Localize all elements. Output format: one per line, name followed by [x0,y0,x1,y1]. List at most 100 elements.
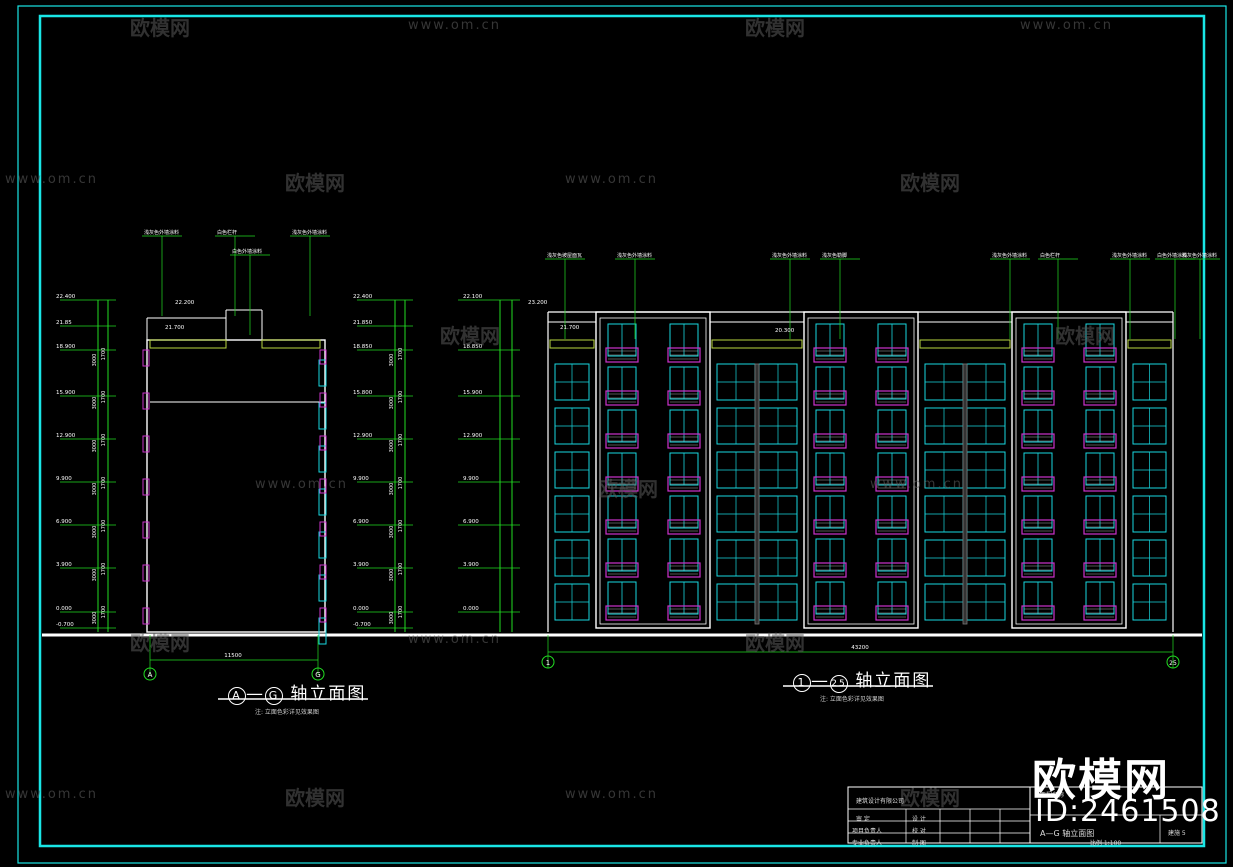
title-block-row: 审 定 [856,816,870,823]
balcony-panel [813,562,847,578]
axis-bubble [1166,655,1180,669]
side-window [318,359,327,387]
callout-label: 浅灰色外墙涂料 [1112,252,1147,259]
balcony-panel [1083,519,1117,535]
axis-label: 1 [546,659,550,667]
dimension-text: 3000 [92,612,98,625]
elevation-label: 12.900 [56,433,76,439]
balcony-panel [667,605,701,621]
callout-label: 浅灰色外墙涂料 [772,252,807,259]
elevation-label: -0.700 [56,622,74,628]
dimension-text: 3000 [92,483,98,496]
dimension-text: 3000 [389,483,395,496]
title-block-sheet: 建施 5 [1168,830,1186,837]
side-panel [142,607,150,625]
balcony-panel [1083,433,1117,449]
elevation-label: 12.900 [353,433,373,439]
elevation-label: 0.000 [56,606,72,612]
axis-bubble-a: A [228,687,246,705]
dimension-text: 1700 [398,606,404,619]
elevation-label: 15.800 [353,390,373,396]
dimension-text: 3000 [389,440,395,453]
watermark-url: www.om.cn [565,787,658,802]
elevation-label: 0.000 [353,606,369,612]
balcony-panel [1021,476,1055,492]
balcony-panel [1021,390,1055,406]
roof-level-label: 23.200 [528,300,548,306]
left-note: 注: 立面色彩详见效果图 [255,709,319,716]
watermark-url: www.om.cn [408,632,501,647]
side-panel [319,607,327,623]
watermark-brand: 欧模网 [900,171,960,195]
parapet-rail [711,339,803,349]
dimension-text: 3000 [389,397,395,410]
elevation-label: 6.900 [56,519,72,525]
elevation-label: 0.000 [463,606,479,612]
balcony-panel [605,605,639,621]
parapet-rail [919,339,1011,349]
balcony-panel [813,519,847,535]
elevation-label: 15.900 [56,390,76,396]
projecting-bay [1011,311,1127,629]
watermark-brand: 欧模网 [745,631,805,655]
watermark-url: www.om.cn [5,787,98,802]
balcony-panel [1083,562,1117,578]
parapet-rail [261,339,321,349]
side-window [318,574,327,602]
watermark-url: www.om.cn [565,172,658,187]
elevation-label: 21.85 [56,320,72,326]
dimension-text: 1700 [101,348,107,361]
title-block-project: 工程名称 [1040,792,1065,799]
watermark-url: www.om.cn [870,477,963,492]
balcony-panel [667,390,701,406]
balcony-panel [667,476,701,492]
axis-bubble-1: 1 [793,674,811,692]
side-panel [319,478,327,494]
elevation-label: 18.850 [353,344,373,350]
elevation-label: 3.900 [353,562,369,568]
dimension-text: 1700 [398,434,404,447]
watermark-brand: 欧模网 [900,786,960,810]
side-panel [319,392,327,408]
right-note: 注: 立面色彩详见效果图 [820,696,884,703]
side-window [318,402,327,430]
watermark-url: www.om.cn [255,477,348,492]
side-panel [142,521,150,539]
balcony-panel [605,562,639,578]
dimension-text: 3000 [389,569,395,582]
balcony-panel [605,347,639,363]
balcony-panel [1021,562,1055,578]
title-block-row: 专业负责人 [852,840,883,847]
balcony-panel [1083,605,1117,621]
elevation-label: 18.850 [463,344,483,350]
elevation-label: 22.400 [56,294,76,300]
balcony-panel [667,519,701,535]
side-window [318,617,327,645]
projecting-bay-inner [807,317,915,625]
elevation-label: 6.900 [353,519,369,525]
axis-bubble [311,667,325,681]
projecting-bay-inner [1015,317,1123,625]
dimension-text: 11500 [224,653,242,659]
balcony-panel [875,605,909,621]
watermark-brand: 欧模网 [1055,324,1115,348]
side-window [318,488,327,516]
dimension-text: 3000 [389,354,395,367]
balcony-panel [605,519,639,535]
axis-bubble-g: G [265,687,283,705]
outer-frame [17,5,1227,864]
balcony-panel [1021,519,1055,535]
elevation-label: 9.900 [353,476,369,482]
balcony-panel [875,519,909,535]
elevation-label: 22.100 [463,294,483,300]
projecting-bay-inner [599,317,707,625]
balcony-panel [1021,433,1055,449]
balcony-panel [605,390,639,406]
callout-label: 白色外墙涂料 [232,248,262,255]
roof-level-label: 21.700 [165,325,185,331]
dimension-text: 43200 [851,645,869,651]
side-panel [319,349,327,365]
callout-label: 白色栏杆 [1040,252,1060,259]
title-block-row: 项目负责人 [852,828,883,835]
